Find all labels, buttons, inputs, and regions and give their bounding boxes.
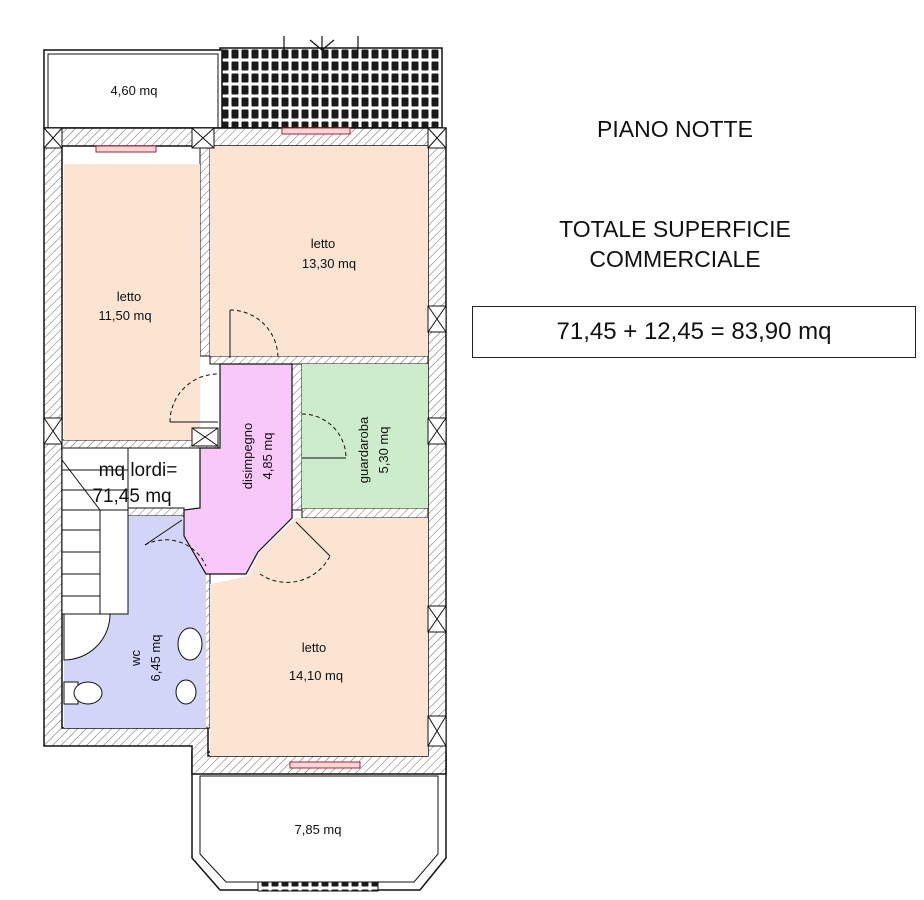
plan-title: PIANO NOTTE <box>597 116 753 142</box>
hallway-name: disimpegno <box>240 423 255 490</box>
hallway-area: 4,85 mq <box>260 433 275 480</box>
bedroom-bottom-name: letto <box>302 640 327 655</box>
balcony-top-area: 4,60 mq <box>111 83 158 98</box>
room-bedroom-top[interactable] <box>210 146 428 356</box>
total-heading-line1: TOTALE SUPERFICIE <box>559 216 791 242</box>
balcony-bottom-area: 7,85 mq <box>295 822 342 837</box>
door-swings <box>144 309 347 583</box>
roof-tiles <box>219 47 443 129</box>
balcony-bottom-railing <box>257 881 379 892</box>
wardrobe-area: 5,30 mq <box>376 427 391 474</box>
total-heading-line2: COMMERCIALE <box>589 246 761 272</box>
bathroom-name: wc <box>128 650 143 667</box>
bathroom-area: 6,45 mq <box>148 635 163 682</box>
windows <box>95 127 361 769</box>
wardrobe-name: guardaroba <box>356 416 371 483</box>
total-area-box: 71,45 + 12,45 = 83,90 mq <box>472 306 916 358</box>
gross-area-line1: mq lordi= <box>99 460 178 481</box>
room-wardrobe[interactable] <box>302 364 428 508</box>
staircase <box>61 447 129 615</box>
bedroom-left-area: 11,50 mq <box>98 308 151 323</box>
bedroom-bottom-area: 14,10 mq <box>289 668 343 683</box>
bedroom-top-name: letto <box>311 236 336 251</box>
pillars <box>43 127 447 747</box>
total-area-value: 71,45 + 12,45 = 83,90 mq <box>556 318 832 345</box>
total-heading: TOTALE SUPERFICIE COMMERCIALE <box>470 214 880 274</box>
room-bedroom-left[interactable] <box>64 164 200 440</box>
roof-ridge-lines <box>283 36 359 51</box>
gross-area-line2: 71,45 mq <box>92 486 171 507</box>
bedroom-top-area: 13,30 mq <box>302 256 356 271</box>
room-bedroom-bottom[interactable] <box>210 518 428 756</box>
bedroom-left-name: letto <box>117 289 142 304</box>
room-hallway[interactable] <box>184 364 292 574</box>
bathroom-fixtures <box>63 613 203 705</box>
room-bathroom[interactable] <box>64 516 206 728</box>
